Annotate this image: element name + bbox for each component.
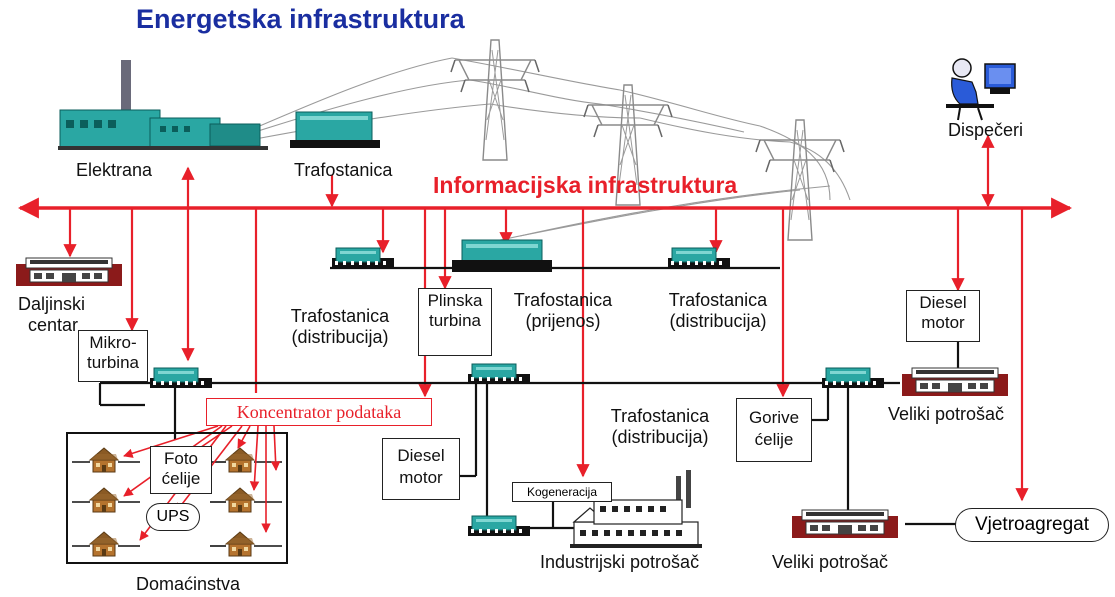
pylon-3	[755, 119, 845, 241]
info-links	[63, 134, 1029, 502]
label-big-consumer-1: Veliki potrošač	[888, 404, 1005, 424]
big-consumer-2-icon	[791, 509, 899, 539]
box-cogeneration: Kogeneracija	[512, 482, 612, 502]
label-big-consumer-2: Veliki potrošač	[772, 552, 889, 572]
substation-dist-right-icon	[667, 247, 731, 269]
label-power-plant: Elektrana	[76, 160, 153, 180]
title-information-infrastructure: Informacijska infrastruktura	[433, 172, 738, 198]
remote-center-icon	[15, 257, 123, 287]
substation-mid-icon	[467, 363, 531, 385]
label-industrial-consumer: Industrijski potrošač	[540, 552, 700, 572]
box-ups: UPS	[146, 503, 200, 531]
title-energy-infrastructure: Energetska infrastruktura	[136, 4, 465, 34]
households-frame	[66, 432, 288, 564]
substation-industrial-icon	[467, 515, 531, 537]
label-remote-center: Daljinski centar	[18, 294, 86, 335]
substation-top-icon	[290, 111, 380, 148]
box-micro-turbine: Mikro-turbina	[78, 330, 148, 382]
label-dispatchers: Dispečeri	[948, 120, 1024, 140]
substation-micro-icon	[149, 367, 213, 389]
label-substation-top: Trafostanica	[294, 160, 393, 180]
dispatcher-icon	[946, 58, 1016, 121]
label-substation-dist-left: Trafostanica (distribucija)	[290, 306, 390, 347]
power-plant-icon	[58, 60, 268, 150]
household-wires	[72, 461, 282, 547]
substation-transmission-icon	[452, 239, 552, 272]
label-substation-transmission: Trafostanica (prijenos)	[513, 290, 613, 331]
data-concentrator: Koncentrator podataka	[206, 398, 432, 426]
big-consumer-1-icon	[901, 367, 1009, 397]
substation-right-icon	[821, 367, 885, 389]
pylon-1	[450, 39, 540, 161]
substation-dist-left-icon	[331, 247, 395, 269]
box-wind-turbine: Vjetroagregat	[955, 508, 1109, 542]
factory-icon	[570, 470, 702, 548]
transmission-lines	[249, 57, 851, 241]
label-substation-dist-mid: Trafostanica (distribucija)	[610, 406, 710, 447]
label-households: Domaćinstva	[136, 574, 241, 594]
label-substation-dist-right: Trafostanica (distribucija)	[668, 290, 768, 331]
